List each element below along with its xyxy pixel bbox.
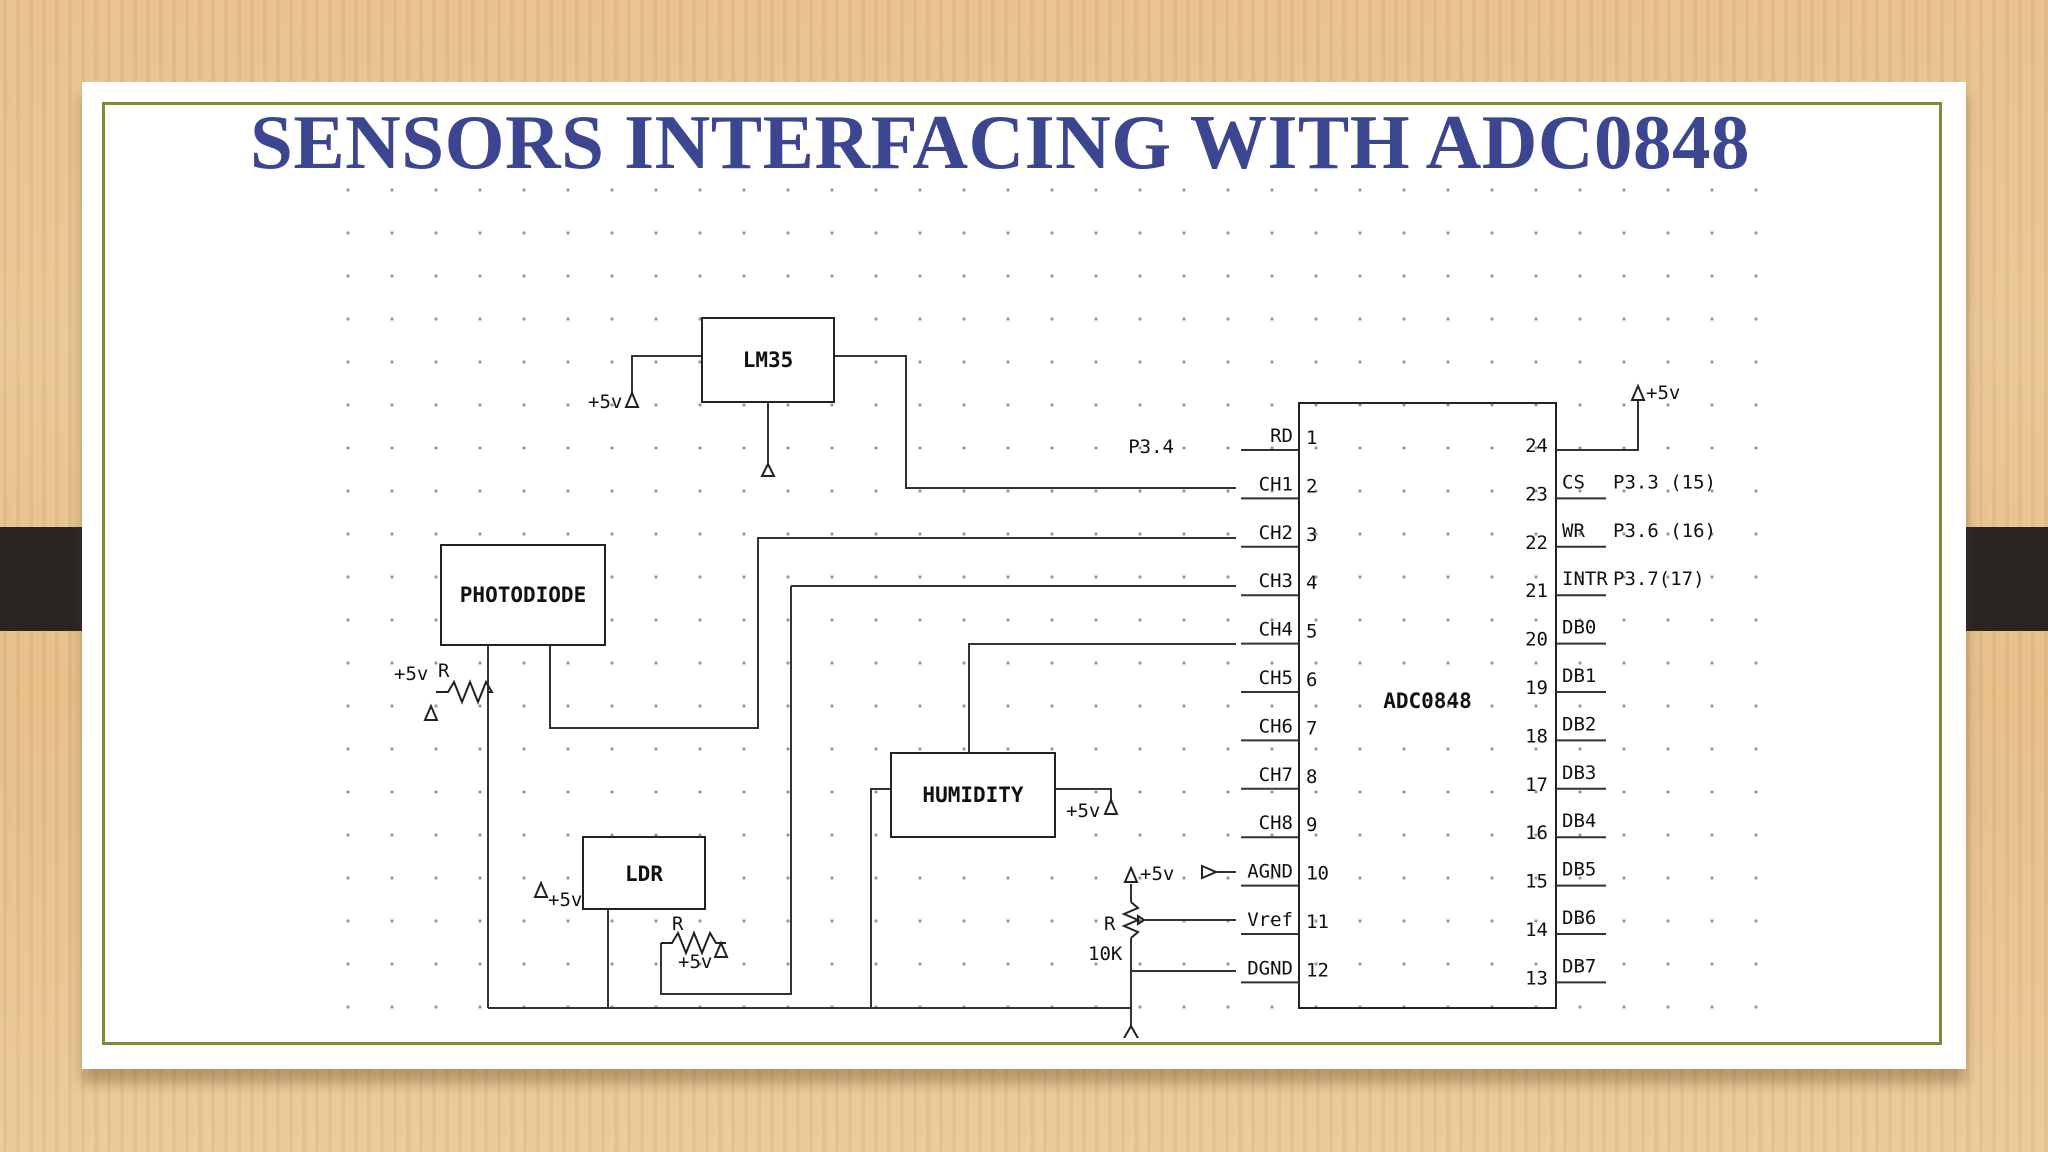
supply-label-humidity: +5v <box>1066 800 1100 822</box>
adc-pin-number-left: 3 <box>1306 524 1317 546</box>
adc-pin-number-left: 8 <box>1306 766 1317 788</box>
adc-pin-name-left: DGND <box>1247 957 1293 979</box>
adc-pin-name-left: CH3 <box>1259 570 1293 592</box>
wire-lm35-ch1 <box>834 355 1236 489</box>
lm35-label: LM35 <box>743 348 794 372</box>
photodiode-label: PHOTODIODE <box>460 583 586 607</box>
supply-label-vcc: +5v <box>1646 382 1680 404</box>
adc-pin-port-right: P3.7(17) <box>1613 568 1705 590</box>
ground-symbol-lm35 <box>760 461 776 477</box>
supply-symbol-vcc <box>1630 383 1646 401</box>
supply-label-ldr: +5v <box>548 889 582 911</box>
adc-pin-number-left: 4 <box>1306 572 1317 594</box>
adc-pin-name-left: CH8 <box>1259 812 1293 834</box>
photodiode-block <box>440 544 606 646</box>
supply-symbol-lm35 <box>624 390 640 408</box>
adc-pin-name-right: DB7 <box>1562 955 1596 977</box>
potentiometer-wiper <box>1137 914 1145 926</box>
supply-symbol-ldr <box>533 880 549 898</box>
adc-pin-name-right: CS <box>1562 471 1585 493</box>
adc-pin-name-left: Vref <box>1247 909 1293 931</box>
adc-pin-number-right: 17 <box>1525 774 1548 796</box>
adc-pin-name-left: CH4 <box>1259 619 1293 641</box>
pot-value: 10K <box>1088 943 1123 965</box>
adc-pin-name-right: INTR <box>1562 568 1608 590</box>
supply-symbol-pot <box>1123 865 1139 883</box>
supply-symbol-humidity <box>1103 797 1119 815</box>
supply-label-photodiode: +5v <box>394 663 428 685</box>
adc-pin-number-left: 10 <box>1306 863 1329 885</box>
adc-pin-name-left: AGND <box>1247 861 1293 883</box>
adc-pin-number-right: 22 <box>1525 532 1548 554</box>
ldr-label: LDR <box>625 862 663 886</box>
adc-pin-name-right: DB4 <box>1562 810 1596 832</box>
adc-pin-name-left: CH2 <box>1259 522 1293 544</box>
agnd-symbol <box>1201 864 1219 880</box>
adc-pin-number-left: 11 <box>1306 911 1329 933</box>
adc-pin-name-right: DB3 <box>1562 762 1596 784</box>
adc-pin-name-right: DB0 <box>1562 617 1596 639</box>
adc-chip-body <box>1298 402 1557 1009</box>
adc-pin-name-right: DB1 <box>1562 665 1596 687</box>
adc-pin-number-left: 6 <box>1306 669 1317 691</box>
adc-pin-number-left: 9 <box>1306 814 1317 836</box>
adc-pin-name-left: CH7 <box>1259 764 1293 786</box>
wires <box>487 355 1639 1026</box>
adc-pin-number-right: 16 <box>1525 822 1548 844</box>
adc-pin-name-left: CH6 <box>1259 715 1293 737</box>
wire-humidity-supply <box>1054 788 1112 800</box>
adc-pin-number-right: 13 <box>1525 967 1548 989</box>
pot-label: R <box>1104 913 1116 935</box>
adc-pin-name-left: RD <box>1270 425 1293 447</box>
supply-symbol-ldr-resistor <box>713 940 729 958</box>
adc-pin-name-right: DB6 <box>1562 907 1596 929</box>
adc-pin-number-left: 5 <box>1306 621 1317 643</box>
port-label-rd: P3.4 <box>1128 436 1174 458</box>
adc-pin-name-left: CH1 <box>1259 473 1293 495</box>
adc-pin-number-right: 14 <box>1525 919 1548 941</box>
supply-label-ldr-resistor: +5v <box>678 951 712 973</box>
wire-humidity-ch4 <box>968 643 1236 789</box>
adc-pin-port-right: P3.6 (16) <box>1613 520 1716 542</box>
adc-pin-name-right: DB2 <box>1562 713 1596 735</box>
adc-pin-number-left: 2 <box>1306 475 1317 497</box>
adc-pin-port-right: P3.3 (15) <box>1613 471 1716 493</box>
wire-humidity-gnd <box>870 788 891 1008</box>
supply-label-lm35: +5v <box>588 391 622 413</box>
adc-pin-number-right: 24 <box>1525 435 1548 457</box>
humidity-block <box>890 752 1056 838</box>
adc-pin-number-right: 18 <box>1525 725 1548 747</box>
adc-pin-number-left: 7 <box>1306 717 1317 739</box>
wire-lm35-supply <box>631 355 702 393</box>
adc-pin-number-left: 12 <box>1306 959 1329 981</box>
adc-pin-number-right: 21 <box>1525 580 1548 602</box>
ldr-resistor-label: R <box>672 913 684 935</box>
photodiode-resistor-label: R <box>438 660 450 682</box>
adc-chip-label: ADC0848 <box>1383 689 1472 713</box>
slide-frame <box>102 102 1942 1045</box>
supply-label-pot: +5v <box>1140 863 1174 885</box>
adc-pin-number-right: 19 <box>1525 677 1548 699</box>
ldr-block <box>582 836 706 910</box>
slide: SENSORS INTERFACING WITH ADC0848 <box>82 82 1966 1069</box>
lm35-block <box>701 317 835 403</box>
photodiode-resistor <box>436 679 494 705</box>
ldr-resistor <box>661 930 726 956</box>
adc-pin-name-right: WR <box>1562 520 1585 542</box>
adc-pin-number-right: 23 <box>1525 483 1548 505</box>
supply-symbol-photodiode <box>423 703 439 721</box>
adc-pin-name-left: CH5 <box>1259 667 1293 689</box>
wire-photodiode-ch2 <box>549 537 1236 729</box>
adc-pin-number-right: 15 <box>1525 871 1548 893</box>
adc-pin-number-left: 1 <box>1306 427 1317 449</box>
adc-pin-number-right: 20 <box>1525 629 1548 651</box>
wire-ldr-ch3 <box>660 586 792 995</box>
adc-pin-name-right: DB5 <box>1562 859 1596 881</box>
humidity-label: HUMIDITY <box>922 783 1024 807</box>
